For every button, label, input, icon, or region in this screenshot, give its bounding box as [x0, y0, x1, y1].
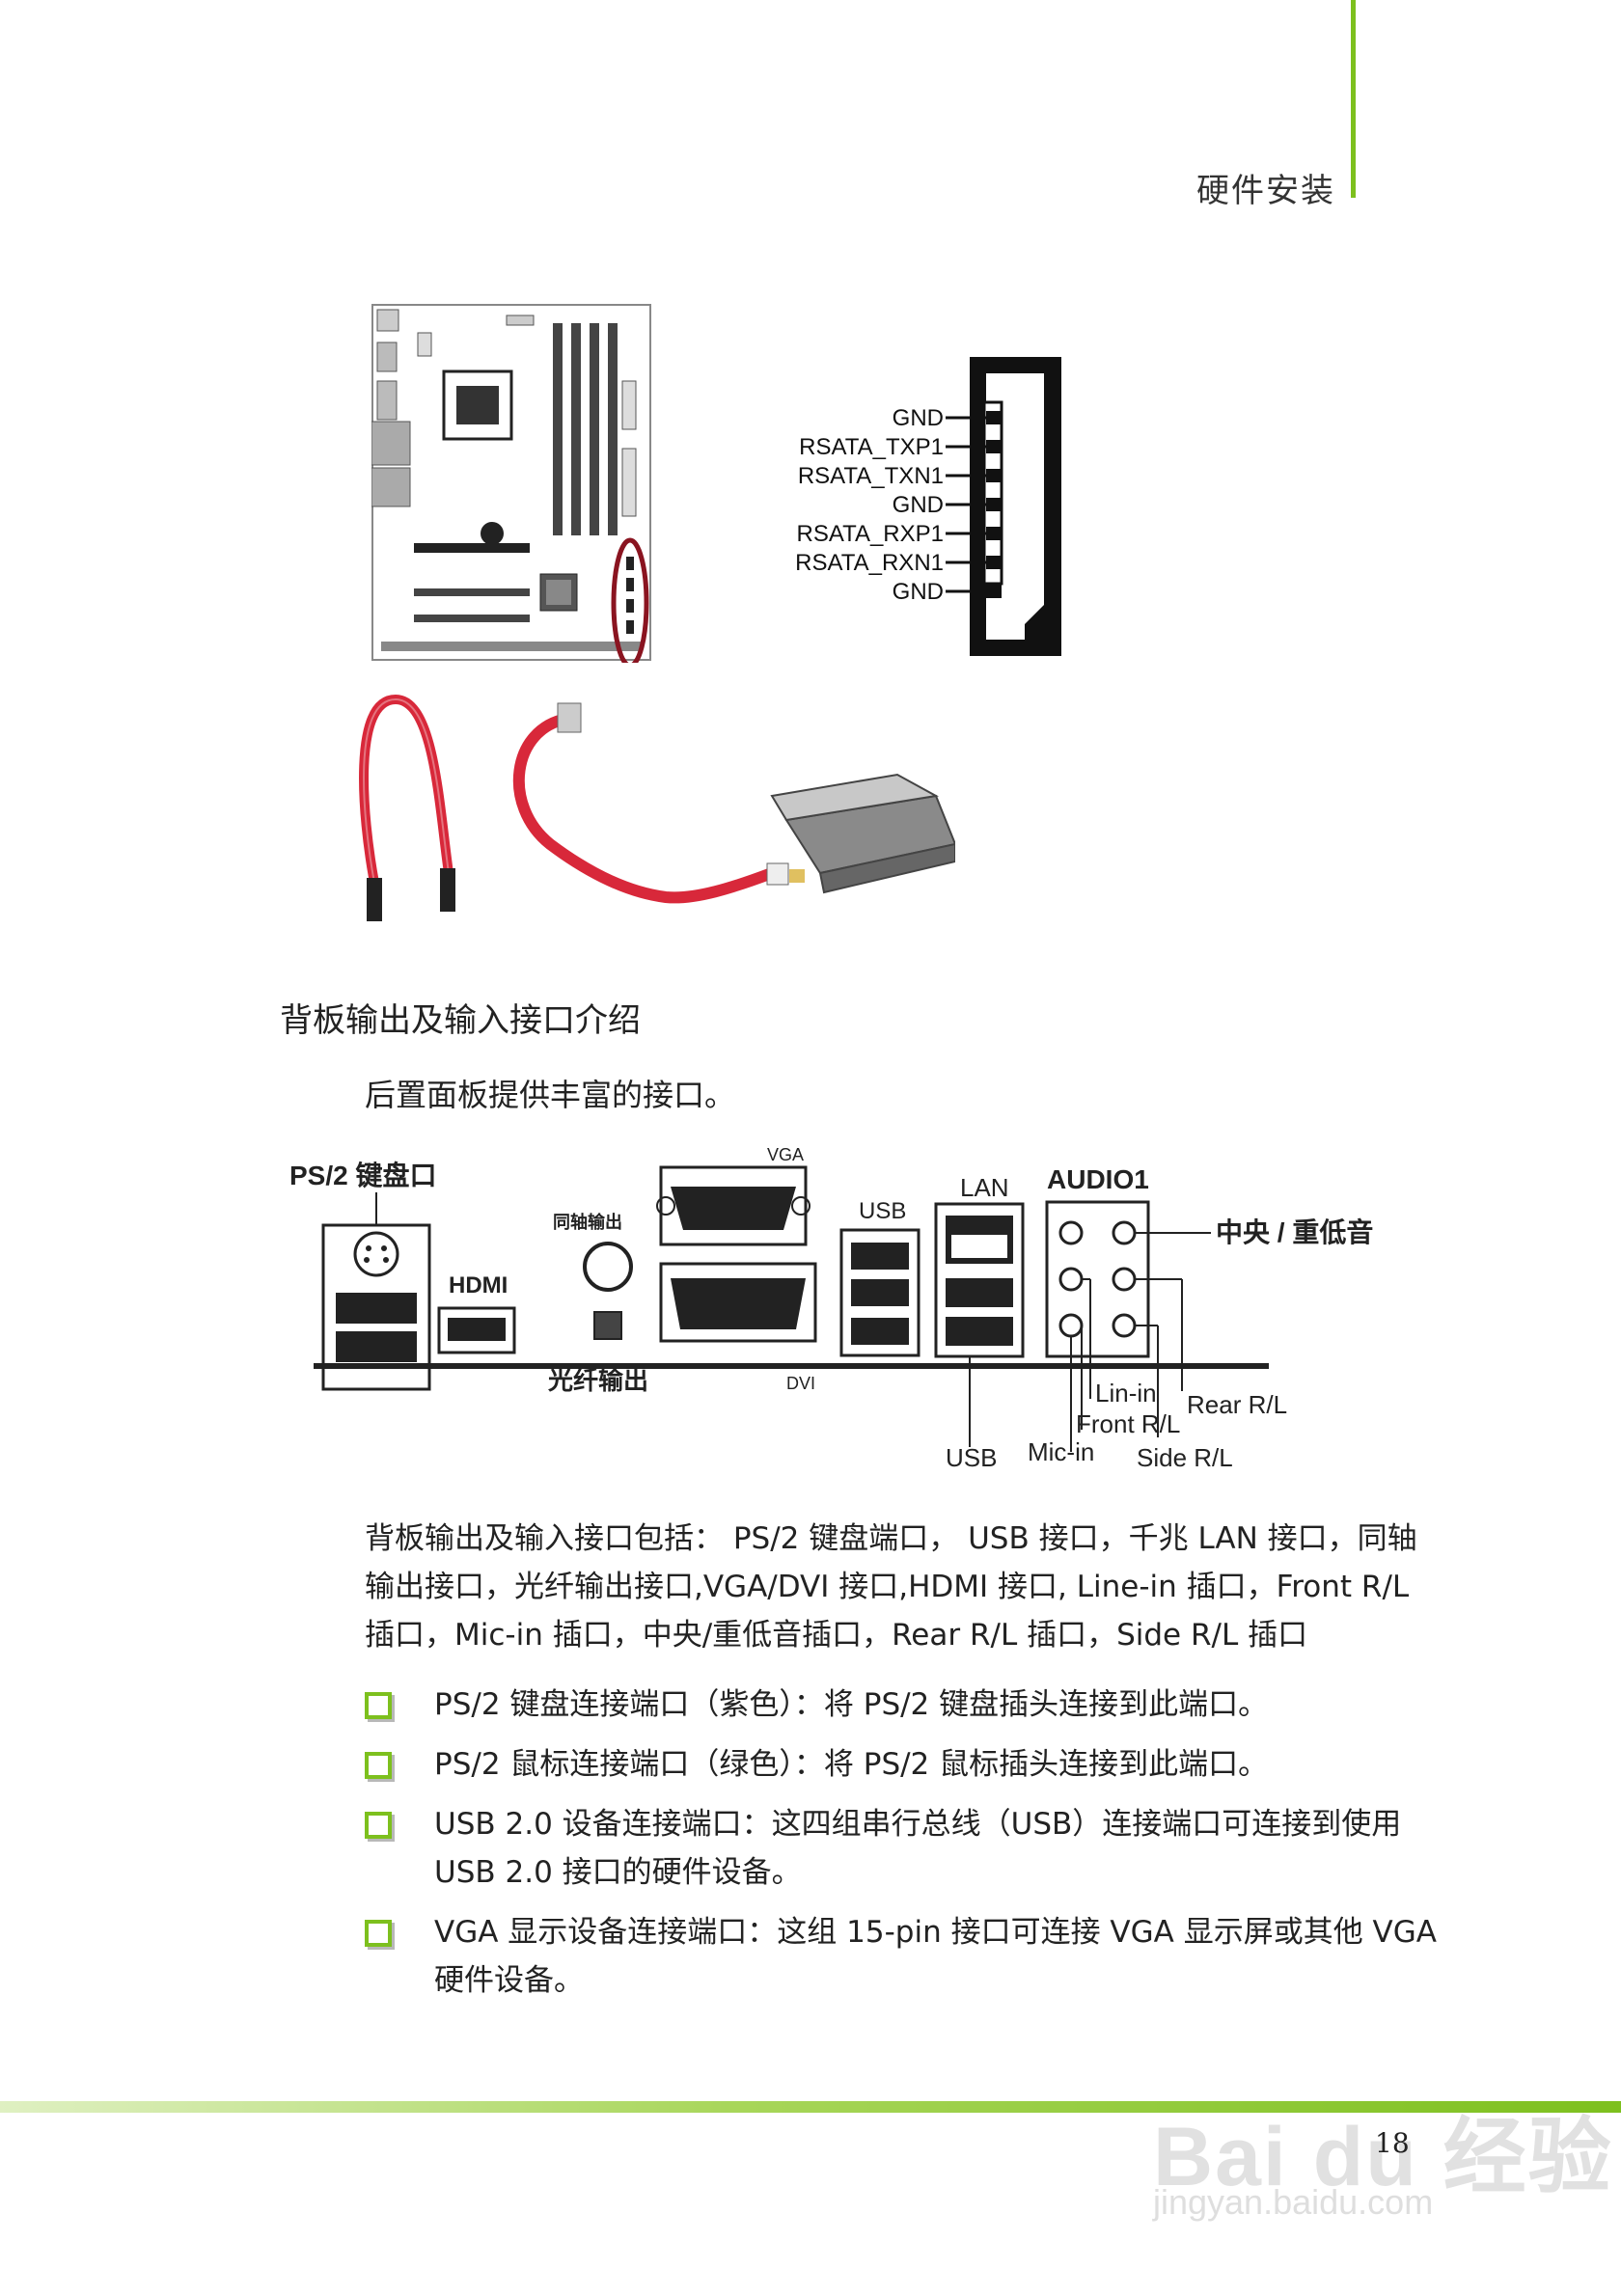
label-center-subwoofer: 中央 / 重低音 [1216, 1216, 1373, 1247]
sata-pin-group: GNDRSATA_TXP1RSATA_TXN1GNDRSATA_RXP1RSAT… [795, 405, 1002, 605]
list-item: PS/2 键盘连接端口（紫色）：将 PS/2 键盘插头连接到此端口。 [365, 1681, 1445, 1729]
label-usb-bottom: USB [946, 1443, 997, 1472]
checkbox-bullet-icon [365, 1692, 392, 1719]
sata-pin-label: RSATA_RXN1 [795, 550, 944, 576]
footer-gradient-bar [0, 2101, 1621, 2113]
sata-pin-contact [986, 585, 1002, 598]
label-rear: Rear R/L [1187, 1390, 1287, 1419]
sata-pin-label: GND [893, 405, 944, 431]
sata-highlight-circle [611, 537, 649, 663]
sata-connector-pinout: GNDRSATA_TXP1RSATA_TXN1GNDRSATA_RXP1RSAT… [795, 357, 1061, 656]
header-title: 硬件安装 [1196, 172, 1335, 210]
sata-pin-label: RSATA_TXP1 [799, 434, 944, 460]
checkbox-bullet-icon [365, 1920, 392, 1947]
label-line-in: Lin-in [1095, 1379, 1157, 1408]
sata-pin-label: GND [893, 579, 944, 605]
label-lan: LAN [960, 1173, 1009, 1202]
sata-pin-label: GND [893, 492, 944, 518]
rear-panel-diagram: PS/2 键盘口 HDMI 同轴输出 光纤输出 VGA DVI USB LAN … [289, 1145, 1373, 1472]
sata-cable-illustration [359, 694, 955, 921]
label-optical: 光纤输出 [547, 1366, 648, 1395]
header-accent-rule [1351, 0, 1356, 198]
sata-pin-label: RSATA_RXP1 [797, 521, 945, 547]
checkbox-bullet-icon [365, 1752, 392, 1779]
intro-text: 后置面板提供丰富的接口。 [365, 1077, 736, 1113]
motherboard-diagram [371, 304, 651, 663]
checkbox-bullet-icon [365, 1812, 392, 1839]
label-hdmi: HDMI [449, 1272, 508, 1298]
sata-pin-contact [986, 411, 1002, 424]
label-side: Side R/L [1137, 1443, 1233, 1472]
sata-pin-label: RSATA_TXN1 [798, 463, 944, 489]
baidu-watermark-logo: Bai du 经验 [1153, 2111, 1613, 2203]
label-vga: VGA [767, 1145, 804, 1164]
label-usb-top: USB [859, 1198, 906, 1224]
sata-pin-contact [986, 527, 1002, 540]
list-item: VGA 显示设备连接端口：这组 15-pin 接口可连接 VGA 显示屏或其他 … [365, 1908, 1445, 2005]
label-mic-in: Mic-in [1028, 1437, 1094, 1466]
sata-pin-contact [986, 556, 1002, 569]
sata-pin-contact [986, 440, 1002, 453]
label-coaxial: 同轴输出 [553, 1212, 622, 1232]
label-dvi: DVI [786, 1374, 815, 1393]
port-description-list: PS/2 键盘连接端口（紫色）：将 PS/2 键盘插头连接到此端口。 PS/2 … [365, 1681, 1445, 2016]
sata-pin-contact [986, 498, 1002, 511]
sata-pin-contact [986, 469, 1002, 482]
section-title: 背板输出及输入接口介绍 [280, 1001, 641, 1040]
list-item: USB 2.0 设备连接端口：这四组串行总线（USB）连接端口可连接到使用 US… [365, 1800, 1445, 1897]
page-number: 18 [1375, 2127, 1410, 2159]
baidu-watermark-url: jingyan.baidu.com [1153, 2182, 1434, 2222]
label-audio: AUDIO1 [1047, 1164, 1149, 1194]
label-front: Front R/L [1076, 1409, 1180, 1438]
list-item: PS/2 鼠标连接端口（绿色）：将 PS/2 鼠标插头连接到此端口。 [365, 1740, 1445, 1789]
label-ps2: PS/2 键盘口 [289, 1160, 436, 1190]
interface-summary: 背板输出及输入接口包括： PS/2 键盘端口， USB 接口，千兆 LAN 接口… [365, 1521, 1417, 1653]
